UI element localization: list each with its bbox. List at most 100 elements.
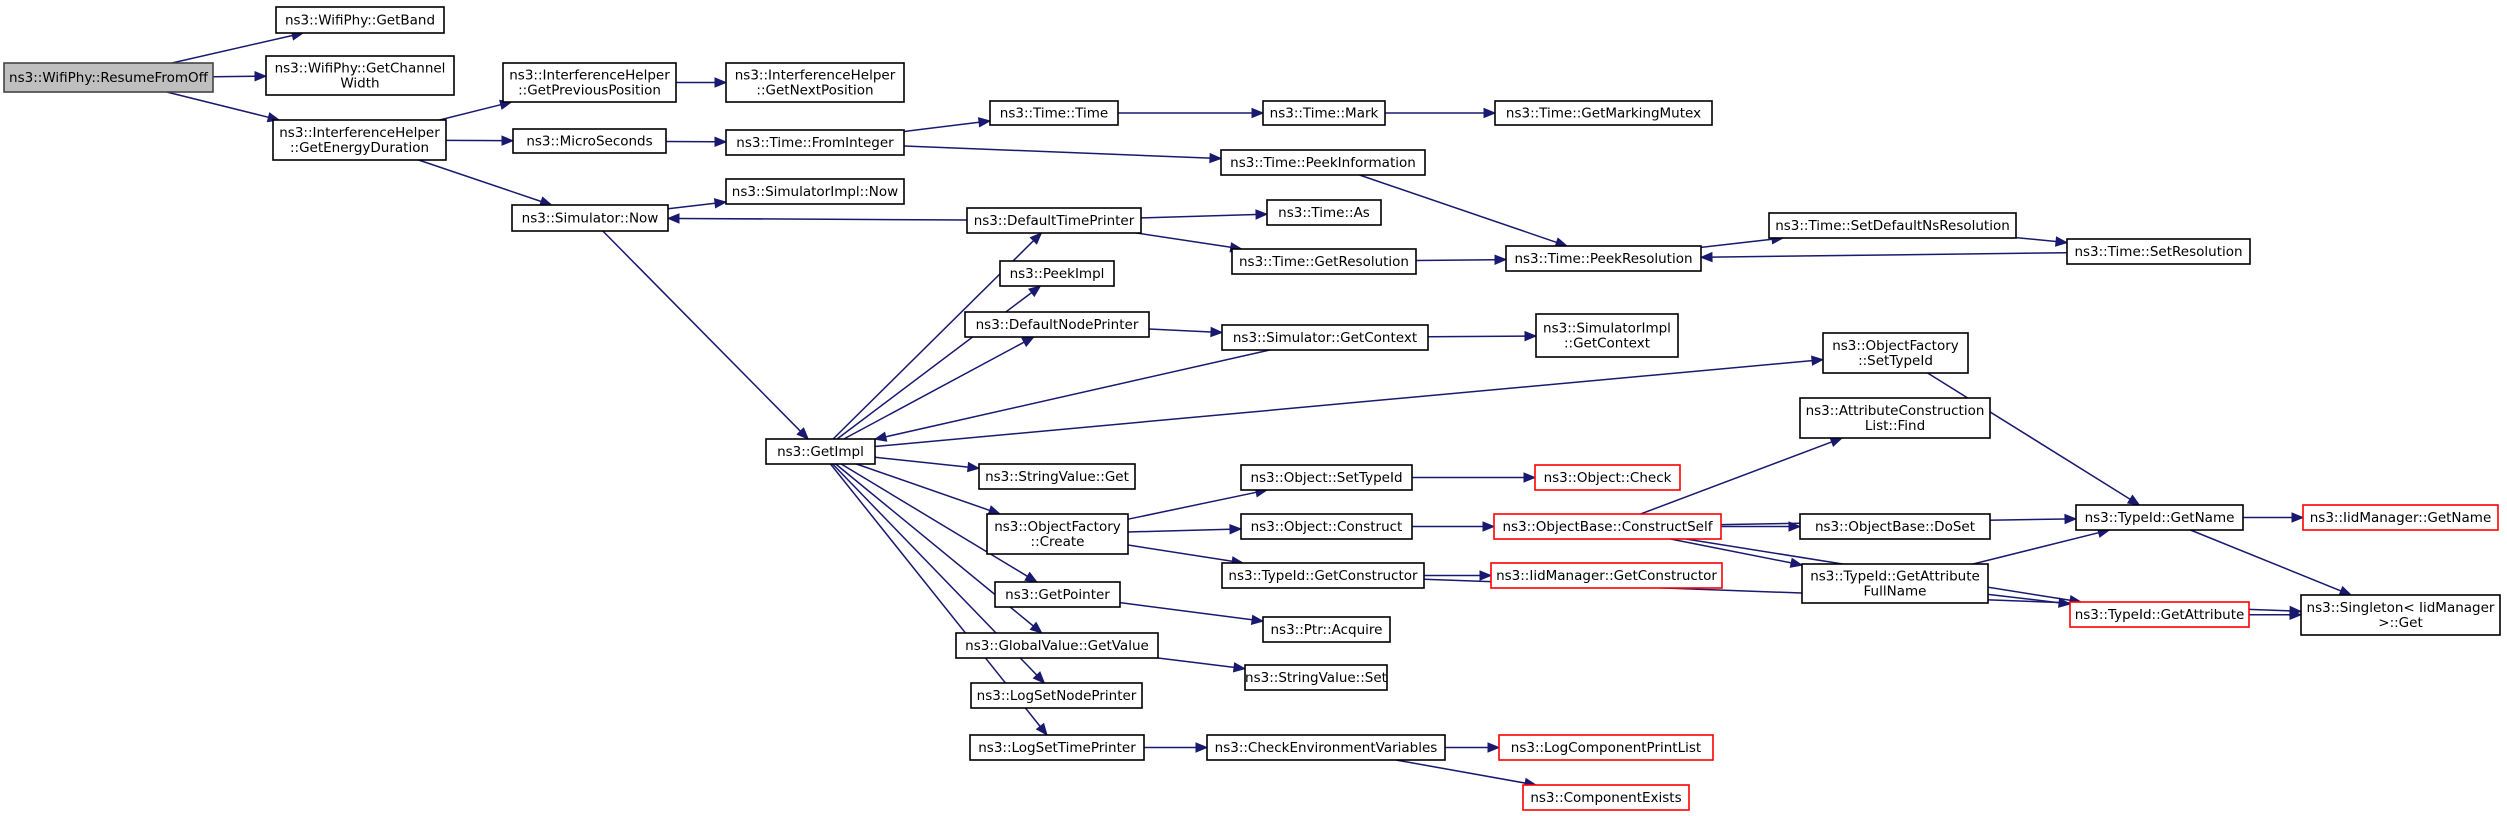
node-label: ns3::GetPointer <box>1005 587 1110 603</box>
edge-typeid_getattr-to-singleton_get <box>2248 609 2303 621</box>
node-objbase-doset[interactable]: ns3::ObjectBase::DoSet <box>1799 513 1991 540</box>
node-time-mutex[interactable]: ns3::Time::GetMarkingMutex <box>1494 100 1713 126</box>
node-box <box>512 128 667 154</box>
node-time-as[interactable]: ns3::Time::As <box>1266 199 1382 226</box>
node-time-mark[interactable]: ns3::Time::Mark <box>1262 100 1386 126</box>
node-time-getres[interactable]: ns3::Time::GetResolution <box>1231 248 1417 275</box>
edge-deftimeprinter-to-time_getres <box>1136 232 1244 253</box>
node-box <box>1522 784 1690 811</box>
edge-sim_getctx-to-simimpl_getctx <box>1427 330 1538 342</box>
edge-objbase_constructself-to-typeid_getattrfull <box>1670 538 1804 568</box>
edge-sim_now-to-simimpl_now <box>667 198 728 210</box>
node-sim-getctx[interactable]: ns3::Simulator::GetContext <box>1221 324 1429 351</box>
node-box <box>3 62 214 93</box>
edge-arrowhead <box>714 77 728 88</box>
node-objbase-constructself[interactable]: ns3::ObjectBase::ConstructSelf <box>1493 513 1722 540</box>
node-resume[interactable]: ns3::WifiPhy::ResumeFromOff <box>3 62 214 93</box>
node-label: ns3::Time::Mark <box>1270 106 1379 122</box>
node-time-setdefres[interactable]: ns3::Time::SetDefaultNsResolution <box>1768 212 2017 239</box>
node-obj-settypeid[interactable]: ns3::Object::SetTypeId <box>1240 464 1413 491</box>
node-label: ns3::Object::SetTypeId <box>1250 470 1402 486</box>
edge-arrowhead <box>1032 671 1046 684</box>
node-logsetnodeprinter[interactable]: ns3::LogSetNodePrinter <box>970 682 1143 709</box>
node-box <box>964 311 1150 338</box>
node-checkenv[interactable]: ns3::CheckEnvironmentVariables <box>1206 734 1446 761</box>
node-iid-getctor[interactable]: ns3::IidManager::GetConstructor <box>1490 562 1723 589</box>
node-box <box>1221 324 1429 351</box>
node-logsettimeprinter[interactable]: ns3::LogSetTimePrinter <box>969 734 1145 761</box>
edge-arrowhead <box>1229 523 1243 535</box>
node-label: ::GetEnergyDuration <box>290 140 429 156</box>
edge-line <box>678 217 968 221</box>
node-label: ns3::InterferenceHelper <box>735 68 896 84</box>
node-box <box>1206 734 1446 761</box>
node-getpointer[interactable]: ns3::GetPointer <box>994 581 1121 608</box>
edge-time_getres-to-time_peekres <box>1415 254 1508 265</box>
node-getimpl[interactable]: ns3::GetImpl <box>765 438 876 465</box>
node-box <box>1799 397 1991 439</box>
node-deftimeprinter[interactable]: ns3::DefaultTimePrinter <box>966 207 1142 234</box>
node-stringvalue-set[interactable]: ns3::StringValue::Set <box>1244 664 1388 691</box>
edge-line <box>2190 529 2342 592</box>
node-box <box>2069 601 2250 628</box>
node-ih-next[interactable]: ns3::InterferenceHelper::GetNextPosition <box>725 62 905 103</box>
node-logcompprint[interactable]: ns3::LogComponentPrintList <box>1498 734 1714 761</box>
edge-line <box>874 359 1813 448</box>
node-ih-energy[interactable]: ns3::InterferenceHelper::GetEnergyDurati… <box>272 119 447 161</box>
node-microseconds[interactable]: ns3::MicroSeconds <box>512 128 667 154</box>
node-label: ns3::Time::SetResolution <box>2074 244 2242 260</box>
node-typeid-getctor[interactable]: ns3::TypeId::GetConstructor <box>1221 562 1425 589</box>
node-time-fromint[interactable]: ns3::Time::FromInteger <box>725 129 905 156</box>
node-gv-getvalue[interactable]: ns3::GlobalValue::GetValue <box>955 632 1159 659</box>
node-obj-check[interactable]: ns3::Object::Check <box>1534 464 1681 491</box>
node-peekimpl[interactable]: ns3::PeekImpl <box>999 260 1115 287</box>
edge-line <box>1927 372 2131 500</box>
node-label: ns3::ObjectBase::ConstructSelf <box>1503 519 1714 535</box>
node-box <box>272 119 447 161</box>
node-box <box>1768 212 2017 239</box>
edge-line <box>1127 491 1257 520</box>
edge-arrowhead <box>1024 571 1038 583</box>
node-label: ns3::InterferenceHelper <box>509 68 670 84</box>
node-defnodeprinter[interactable]: ns3::DefaultNodePrinter <box>964 311 1150 338</box>
node-stringvalue-get[interactable]: ns3::StringValue::Get <box>978 463 1136 490</box>
edge-line <box>1148 328 1212 333</box>
edge-microseconds-to-time_fromint <box>665 136 728 148</box>
node-ih-prev[interactable]: ns3::InterferenceHelper::GetPreviousPosi… <box>502 62 677 103</box>
edge-arrowhead <box>1035 722 1048 737</box>
node-typeid-getname[interactable]: ns3::TypeId::GetName <box>2075 504 2244 531</box>
node-getband[interactable]: ns3::WifiPhy::GetBand <box>275 6 445 34</box>
node-sim-now[interactable]: ns3::Simulator::Now <box>511 204 669 232</box>
node-of-settypeid[interactable]: ns3::ObjectFactory::SetTypeId <box>1822 332 1969 374</box>
edge-arrowhead <box>1250 614 1265 625</box>
node-simimpl-now[interactable]: ns3::SimulatorImpl::Now <box>725 178 905 205</box>
node-box <box>1240 513 1413 540</box>
node-ptr-acquire[interactable]: ns3::Ptr::Acquire <box>1262 616 1391 643</box>
node-time-peekinfo[interactable]: ns3::Time::PeekInformation <box>1220 149 1426 176</box>
edge-getimpl-to-defnodeprinter <box>843 336 1035 440</box>
edge-of_settypeid-to-typeid_getname <box>1927 372 2141 506</box>
node-typeid-getattr[interactable]: ns3::TypeId::GetAttribute <box>2069 601 2250 628</box>
node-box <box>986 513 1129 555</box>
node-box <box>989 100 1119 126</box>
node-box <box>1262 616 1391 643</box>
node-box <box>2075 504 2244 531</box>
node-iid-getname[interactable]: ns3::IidManager::GetName <box>2302 504 2499 531</box>
node-label: ns3::Singleton< IidManager <box>2307 600 2495 616</box>
edge-arrowhead <box>1210 326 1224 338</box>
node-compexists[interactable]: ns3::ComponentExists <box>1522 784 1690 811</box>
edge-arrowhead <box>1255 209 1269 220</box>
node-label: ::Create <box>1031 534 1085 550</box>
node-time-time[interactable]: ns3::Time::Time <box>989 100 1119 126</box>
node-obj-construct[interactable]: ns3::Object::Construct <box>1240 513 1413 540</box>
node-time-setres[interactable]: ns3::Time::SetResolution <box>2066 238 2251 265</box>
node-time-peekres[interactable]: ns3::Time::PeekResolution <box>1505 245 1702 272</box>
edge-arrowhead <box>873 431 888 442</box>
node-singleton-get[interactable]: ns3::Singleton< IidManager >::Get <box>2300 594 2501 636</box>
node-simimpl-getctx[interactable]: ns3::SimulatorImpl::GetContext <box>1535 313 1679 358</box>
node-of-create[interactable]: ns3::ObjectFactory::Create <box>986 513 1129 555</box>
